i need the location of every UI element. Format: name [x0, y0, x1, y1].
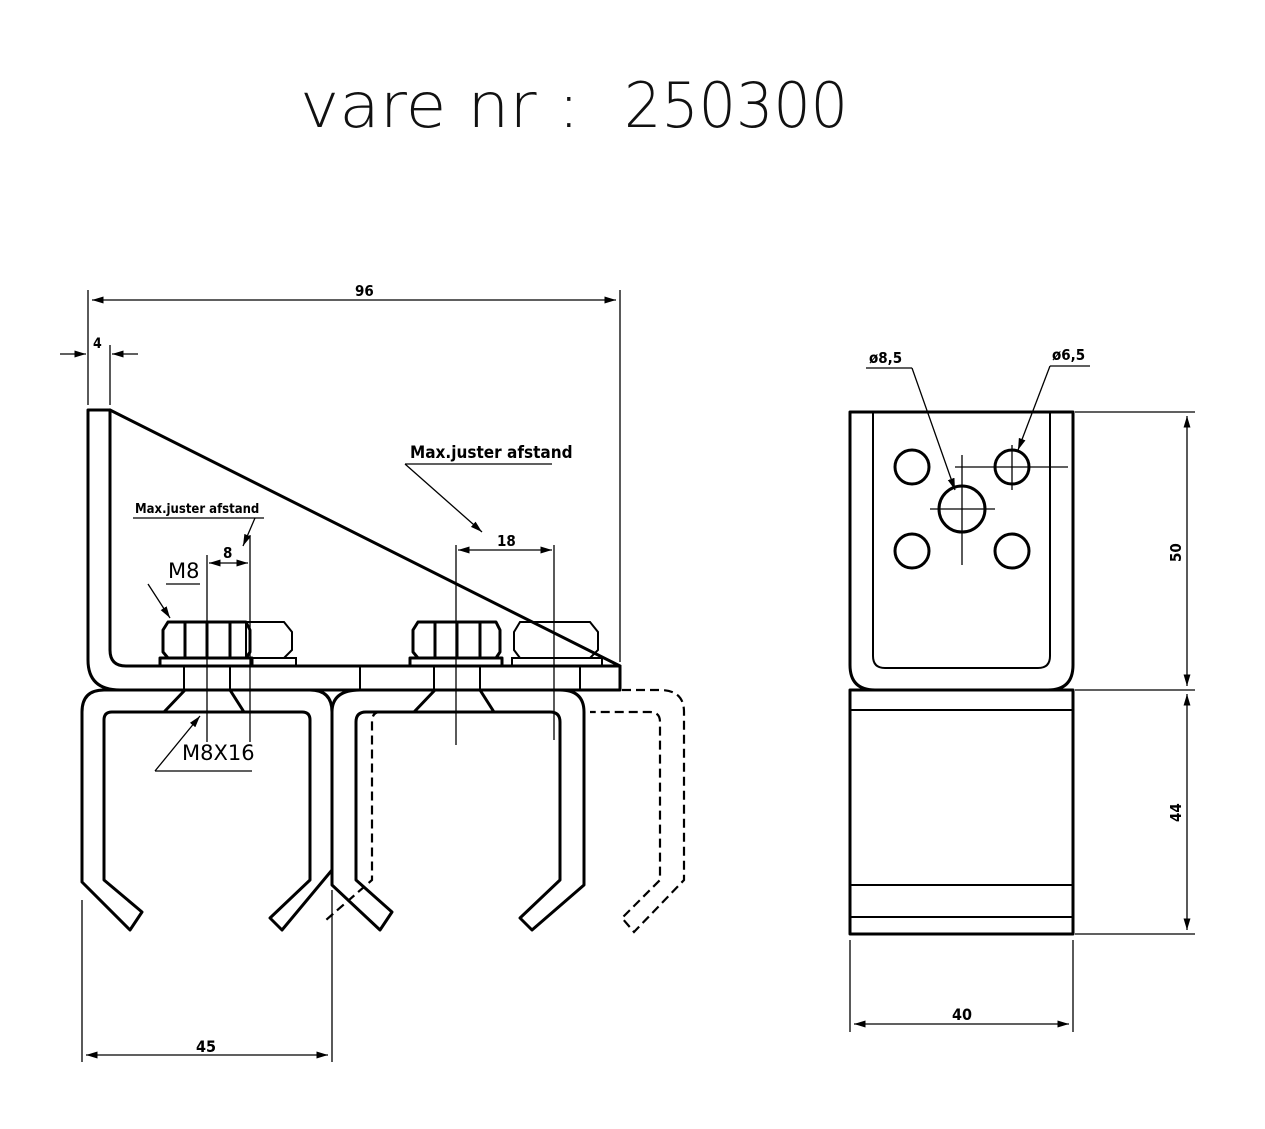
dimension-8: 8: [223, 544, 232, 562]
title-number: 250300: [624, 69, 848, 142]
dimension-44: 44: [1167, 803, 1185, 822]
dimension-hole-6-5: ø6,5: [1052, 346, 1085, 364]
label-screw-m8x16: M8X16: [182, 741, 255, 765]
label-max-adjust-left: Max.juster afstand: [135, 502, 259, 517]
label-bolt-m8: M8: [168, 559, 199, 583]
gusset-edge: [108, 408, 622, 668]
dimension-4: 4: [93, 336, 102, 352]
dimension-45: 45: [196, 1037, 216, 1056]
rail-alt-position: [580, 688, 686, 934]
dimension-18: 18: [497, 532, 516, 550]
rail-side-block: [848, 688, 1075, 936]
dimension-50: 50: [1167, 543, 1185, 562]
label-max-adjust-right: Max.juster afstand: [410, 443, 573, 463]
rail-right: [330, 688, 586, 932]
hole-small-bottom-right: [993, 532, 1031, 570]
hex-nut-left: [158, 620, 297, 714]
dimension-hole-8-5: ø8,5: [869, 349, 902, 367]
dimension-40: 40: [952, 1005, 972, 1024]
side-view: ø8,5 ø6,5 50 44 40: [848, 346, 1195, 1032]
hole-small-top-left: [893, 448, 931, 486]
dimension-96: 96: [355, 282, 374, 300]
title-prefix: vare nr :: [300, 69, 580, 142]
hole-small-bottom-left: [893, 532, 931, 570]
front-view: 96 4: [60, 282, 686, 1062]
